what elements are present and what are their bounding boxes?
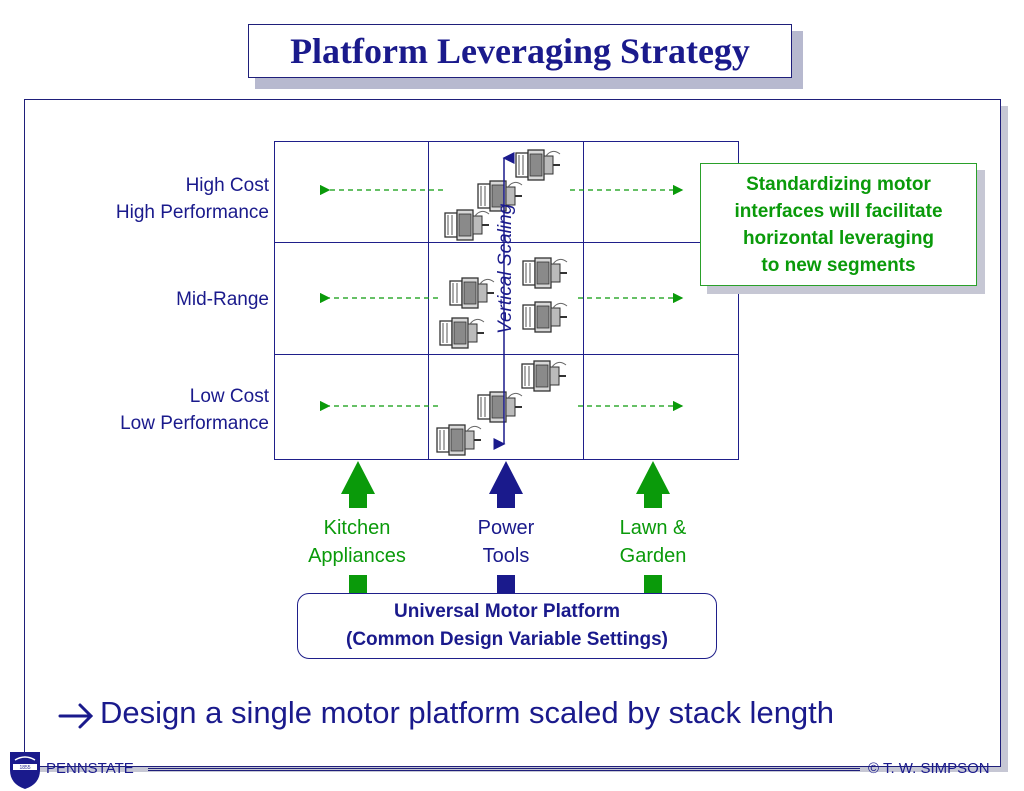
kitchen-stem	[349, 575, 367, 593]
kitchen-up-arrow	[341, 461, 375, 494]
motor-image	[477, 391, 523, 423]
platform-box: Universal Motor Platform (Common Design …	[297, 593, 717, 659]
row-label-high-line2: High Performance	[115, 202, 269, 223]
footer-rule	[148, 768, 860, 771]
segment-label-line: Garden	[619, 545, 687, 567]
motor-image	[449, 277, 495, 309]
segment-label-garden: Lawn & Garden	[598, 514, 708, 570]
note-line: interfaces will facilitate	[734, 200, 943, 222]
footer-copyright: © T. W. SIMPSON	[868, 760, 990, 777]
note-box: Standardizing motor interfaces will faci…	[700, 163, 977, 286]
garden-stem	[644, 575, 662, 593]
segment-label-tools: Power Tools	[451, 514, 561, 570]
segment-grid	[274, 141, 739, 460]
note-line: Standardizing motor	[746, 173, 931, 195]
title-box: Platform Leveraging Strategy	[248, 24, 792, 78]
page-title: Platform Leveraging Strategy	[290, 31, 750, 71]
grid-divider-v2	[583, 141, 584, 460]
svg-text:1855: 1855	[19, 765, 30, 771]
row-label-high-line1: High Cost	[185, 175, 269, 196]
row-label-high: High Cost High Performance	[116, 172, 269, 226]
segment-label-line: Lawn &	[619, 517, 687, 539]
motor-image	[522, 257, 568, 289]
leverage-arrows	[319, 184, 684, 412]
vertical-scaling-label: Vertical Scaling	[495, 203, 516, 334]
motor-image	[515, 149, 561, 181]
row-label-low-line2: Low Performance	[120, 413, 269, 434]
note-line: horizontal leveraging	[742, 227, 935, 249]
row-label-low-line1: Low Cost	[189, 386, 269, 407]
motor-image	[521, 360, 567, 392]
key-statement: Design a single motor platform scaled by…	[100, 695, 835, 730]
motor-image	[436, 424, 482, 456]
grid-divider-v1	[428, 141, 429, 460]
tools-stem	[497, 575, 515, 593]
row-label-mid-line1: Mid-Range	[176, 289, 269, 310]
row-label-low: Low Cost Low Performance	[120, 383, 269, 437]
tools-up-arrow	[489, 461, 523, 494]
segment-label-line: Kitchen	[323, 517, 391, 539]
motor-image	[522, 301, 568, 333]
garden-up-arrow	[636, 461, 670, 494]
right-arrow-icon	[58, 703, 94, 729]
motor-image	[439, 317, 485, 349]
platform-title: Universal Motor Platform	[394, 601, 620, 622]
motor-image	[444, 209, 490, 241]
footer-logo-text: PENNSTATE	[46, 760, 134, 777]
segment-label-line: Appliances	[308, 545, 406, 567]
segment-up-arrows	[341, 461, 670, 593]
pennstate-shield-icon: 1855	[10, 752, 40, 789]
note-line: to new segments	[761, 254, 916, 276]
segment-label-line: Tools	[482, 545, 530, 567]
row-label-mid: Mid-Range	[176, 286, 269, 313]
segment-label-line: Power	[477, 517, 535, 539]
segment-label-kitchen: Kitchen Appliances	[292, 514, 422, 570]
platform-subtitle: (Common Design Variable Settings)	[346, 629, 668, 650]
